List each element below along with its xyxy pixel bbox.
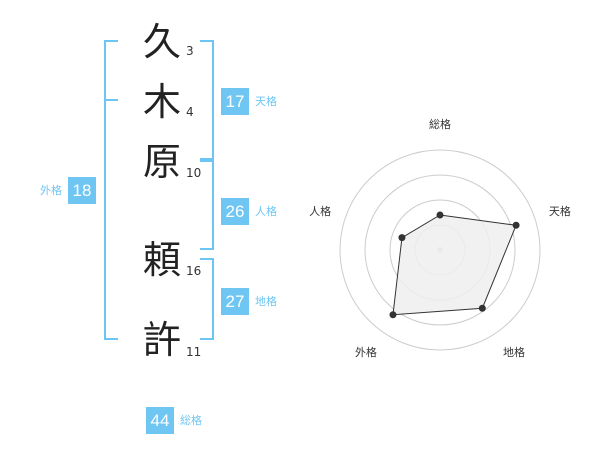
radar-data-polygon — [392, 214, 517, 316]
tenkaku-bracket — [200, 40, 214, 160]
jinkaku-value: 26 — [221, 198, 249, 225]
gaikaku-badge: 18 外格 — [40, 177, 96, 204]
stroke-count-4: 16 — [186, 264, 202, 278]
radar-axis-label-1: 総格 — [429, 117, 451, 131]
chikaku-value: 27 — [221, 288, 249, 315]
radar-axis-label-4: 外格 — [355, 345, 377, 359]
chikaku-badge: 27 地格 — [221, 288, 277, 315]
radar-ring-3 — [364, 174, 516, 326]
tenkaku-label: 天格 — [255, 94, 277, 108]
name-char-3: 原 — [142, 140, 181, 184]
stroke-count-1: 3 — [186, 44, 194, 58]
tenkaku-badge: 17 天格 — [221, 88, 277, 115]
name-char-2: 木 — [142, 80, 181, 124]
soukaku-label: 総格 — [180, 413, 202, 427]
stroke-count-3: 10 — [186, 166, 202, 180]
chikaku-bracket — [200, 258, 214, 340]
radar-point-2 — [512, 221, 520, 229]
name-char-5: 許 — [142, 318, 181, 362]
jinkaku-label: 人格 — [255, 204, 277, 218]
radar-axis-label-3: 地格 — [503, 345, 525, 359]
jinkaku-bracket — [200, 160, 214, 250]
radar-axis-label-2: 天格 — [549, 204, 571, 218]
tenkaku-value: 17 — [221, 88, 249, 115]
radar-point-3 — [478, 304, 486, 312]
gaikaku-value: 18 — [68, 177, 96, 204]
radar-axis-label-5: 人格 — [309, 204, 331, 218]
radar-point-5 — [398, 234, 406, 242]
radar-point-4 — [389, 311, 397, 319]
chikaku-label: 地格 — [255, 294, 277, 308]
gaikaku-label: 外格 — [40, 183, 62, 197]
radar-point-1 — [436, 211, 444, 219]
soukaku-value: 44 — [146, 407, 174, 434]
stroke-count-2: 4 — [186, 105, 194, 119]
gaikaku-bracket — [104, 40, 118, 340]
gaikaku-bracket-tick — [104, 99, 118, 101]
radar-ring-4 — [339, 149, 541, 351]
name-char-1: 久 — [142, 20, 181, 64]
stroke-count-5: 11 — [186, 345, 202, 359]
soukaku-badge: 44 総格 — [146, 407, 202, 434]
name-char-4: 頼 — [142, 238, 181, 282]
jinkaku-badge: 26 人格 — [221, 198, 277, 225]
